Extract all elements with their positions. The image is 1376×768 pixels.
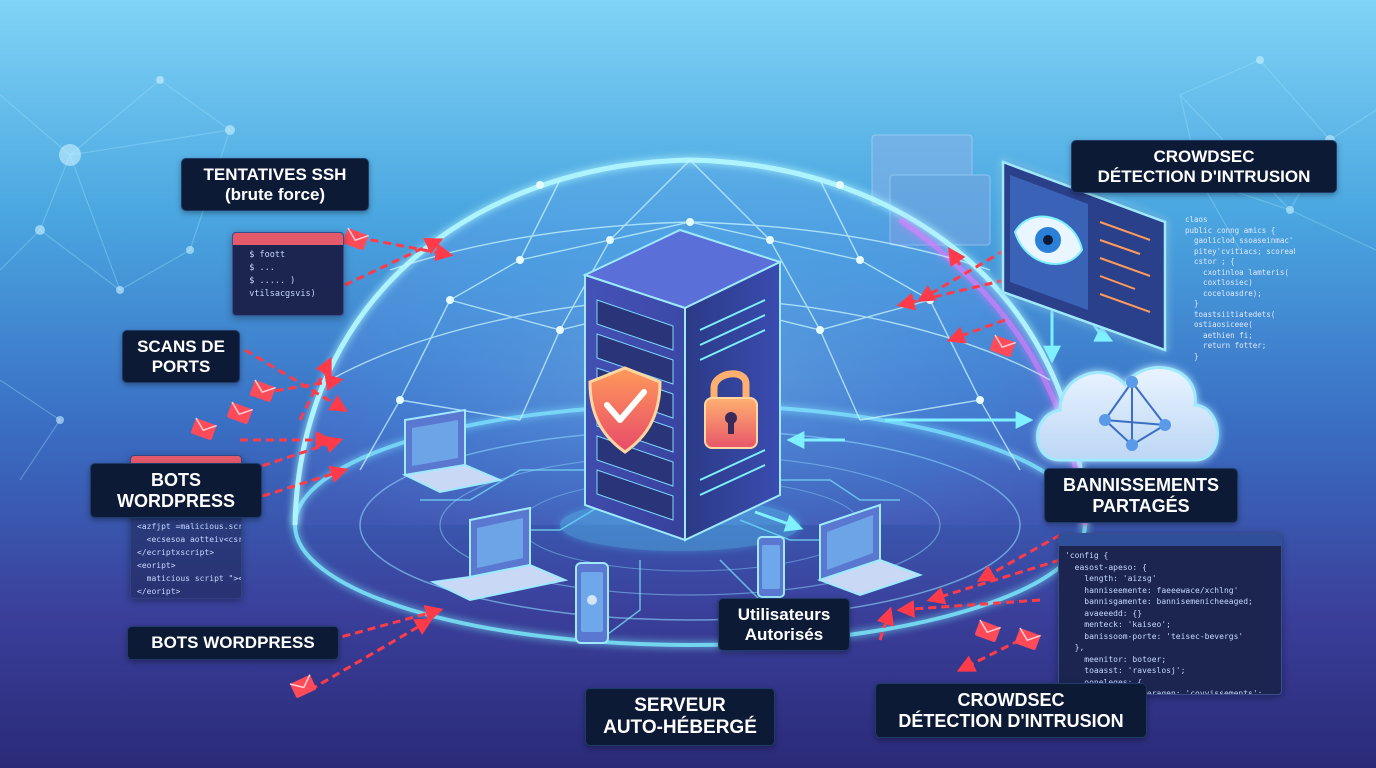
ssh-bruteforce-label: TENTATIVES SSH (brute force) <box>181 158 369 212</box>
label-line: TENTATIVES SSH <box>203 165 347 184</box>
cloud-network-icon <box>1036 366 1219 462</box>
crowdsec-intrusion-label: CROWDSEC DÉTECTION D'INTRUSION <box>1071 140 1337 194</box>
label-line: SERVEUR <box>634 695 726 716</box>
wordpress-bots-label: BOTS WORDPRESS <box>90 463 262 519</box>
crowdsec-intrusion-label-bottom: CROWDSEC DÉTECTION D'INTRUSION <box>875 683 1147 739</box>
label-line: (brute force) <box>224 184 326 204</box>
crowdsec-monitor-icon <box>1001 160 1167 352</box>
side-code-text: claos public conng amics { gaoliclod sso… <box>1185 215 1295 361</box>
envelope-icon <box>343 227 369 250</box>
shared-bans-label: BANNISSEMENTS PARTAGÉS <box>1044 468 1238 524</box>
label-line: AUTO-HÉBERGÉ <box>603 716 757 738</box>
label-line: BOTS WORDPRESS <box>151 633 315 652</box>
label-line: Utilisateurs <box>737 605 831 624</box>
label-line: PORTS <box>151 356 211 376</box>
wordpress-bots-label-bottom: BOTS WORDPRESS <box>127 626 339 660</box>
label-line: CROWDSEC <box>1153 147 1255 166</box>
label-line: DÉTECTION D'INTRUSION <box>1097 166 1311 186</box>
padlock-icon <box>704 370 758 449</box>
ssh-terminal-text: $ foott $ ... $ ..... ) vtilsacgsvis) <box>249 250 316 299</box>
laptop-icon <box>401 408 504 494</box>
label-line: WORDPRESS <box>116 490 235 511</box>
label-line: SCANS DE <box>137 337 225 356</box>
port-scans-label: SCANS DE PORTS <box>122 330 240 384</box>
label-line: Autorisés <box>744 624 824 644</box>
envelope-icon <box>289 674 317 698</box>
label-line: BOTS <box>150 470 201 490</box>
eye-icon <box>1013 215 1084 265</box>
label-line: CROWDSEC <box>957 690 1065 710</box>
envelope-icon <box>1015 627 1041 650</box>
side-code-listing: claos public conng amics { gaoliclod sso… <box>1185 215 1295 365</box>
malicious-script-text: <azfjpt =malicious.scripte"> <ecsesoa ao… <box>137 522 242 596</box>
smartphone-icon <box>575 562 609 644</box>
config-title-bar <box>1059 534 1281 546</box>
shield-check-icon <box>588 366 662 454</box>
authorized-users-label: Utilisateurs Autorisés <box>718 598 850 652</box>
laptop-icon <box>817 503 923 597</box>
label-line: DÉTECTION D'INTRUSION <box>898 710 1124 731</box>
envelope-icon <box>227 401 253 424</box>
envelope-icon <box>990 334 1016 357</box>
config-code-window: 'config { easost-apeso: { length: 'aizsg… <box>1058 533 1282 695</box>
ssh-terminal-window: $ foott $ ... $ ..... ) vtilsacgsvis) <box>232 232 344 316</box>
label-line: PARTAGÉS <box>1092 495 1190 516</box>
envelope-icon <box>191 417 217 440</box>
laptop-icon <box>429 506 569 602</box>
attack-arrows-right <box>876 247 1061 672</box>
self-hosted-server-label: SERVEUR AUTO-HÉBERGÉ <box>585 688 775 746</box>
config-code-text: 'config { easost-apeso: { length: 'aizsg… <box>1065 551 1263 695</box>
terminal-title-bar <box>233 233 343 245</box>
envelope-icon <box>975 619 1001 642</box>
smartphone-icon <box>757 536 785 598</box>
label-line: BANNISSEMENTS <box>1062 475 1219 495</box>
envelope-icon <box>250 379 276 402</box>
